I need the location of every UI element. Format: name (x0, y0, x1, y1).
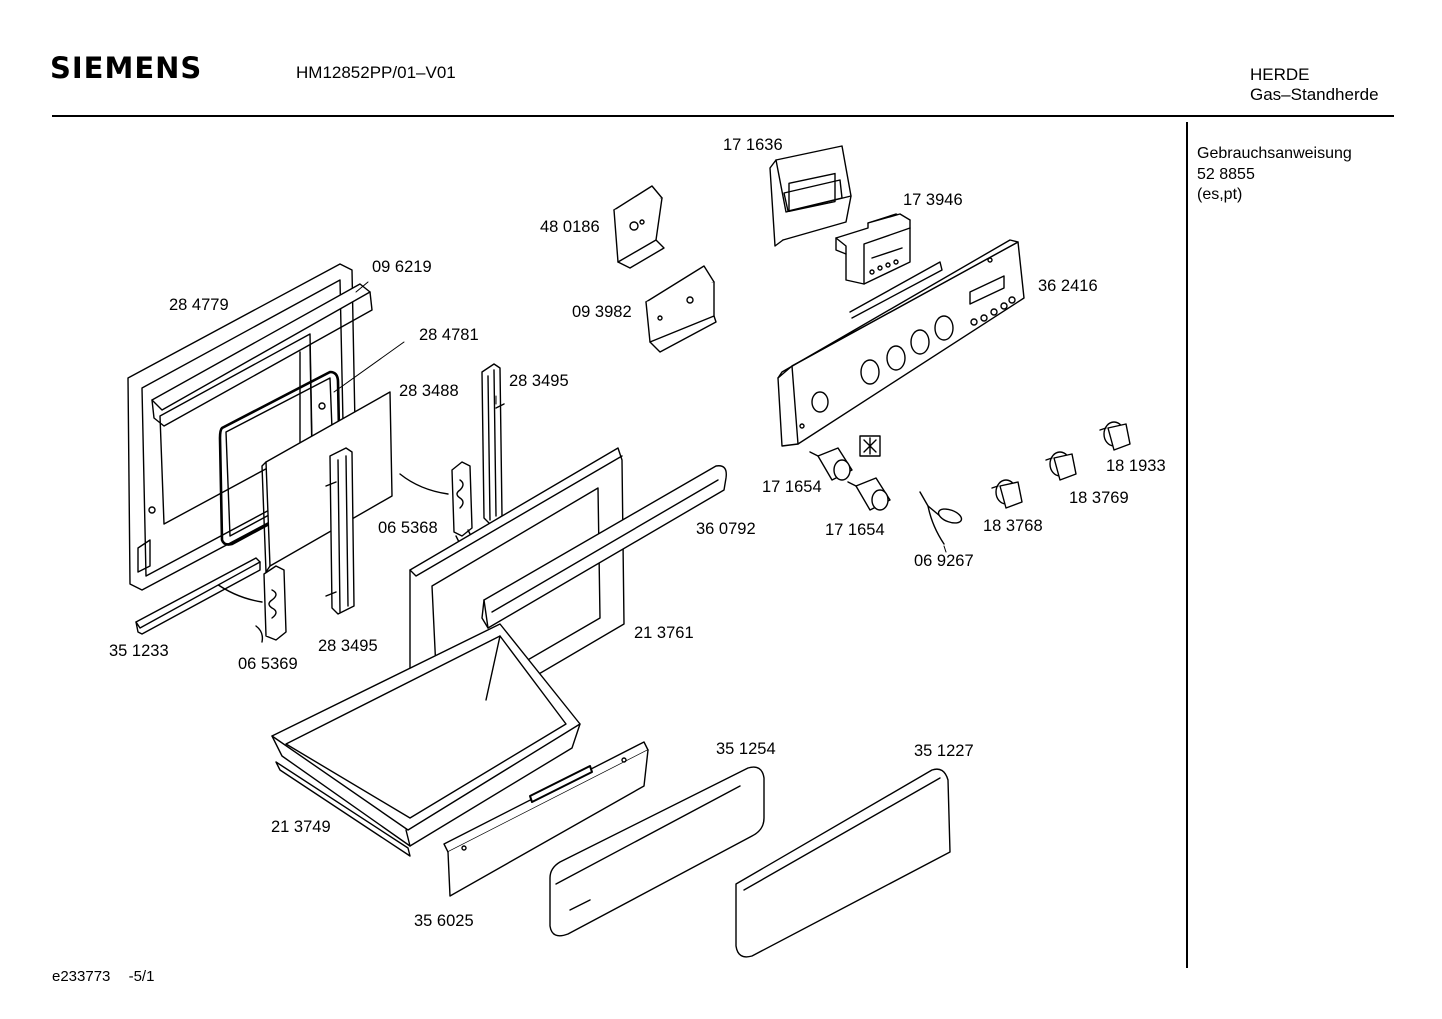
part-label: 18 1933 (1106, 457, 1166, 475)
control-knob-icon (1046, 452, 1076, 480)
drawer-front-icon (444, 742, 648, 896)
part-label: 28 3488 (399, 382, 459, 400)
part-label: 21 3749 (271, 818, 331, 836)
part-label: 06 9267 (914, 552, 974, 570)
manual-reference: Gebrauchsanweisung 52 8855 (es,pt) (1197, 144, 1352, 206)
part-label: 35 1227 (914, 742, 974, 760)
bracket-icon (614, 186, 664, 268)
door-seal-icon (152, 284, 372, 426)
part-label: 35 1233 (109, 642, 169, 660)
document-id: e233773 (52, 968, 111, 985)
header-divider (52, 115, 1394, 117)
gas-symbol-icon (860, 436, 880, 456)
sheet-number: -5/1 (128, 968, 155, 985)
part-label: 18 3769 (1069, 489, 1129, 507)
control-panel-frame-icon (770, 146, 851, 246)
control-knob-icon (992, 480, 1022, 508)
trim-strip-icon (136, 558, 260, 634)
part-label: 18 3768 (983, 517, 1043, 535)
clock-module-icon (836, 214, 910, 284)
manual-title: Gebrauchsanweisung (1197, 145, 1352, 162)
footer: e233773 -5/1 (52, 969, 154, 984)
appliance-category: HERDE Gas–Standherde (1250, 65, 1379, 105)
part-label: 21 3761 (634, 624, 694, 642)
manual-number: 52 8855 (1197, 165, 1255, 183)
part-label: 28 3495 (509, 372, 569, 390)
storage-drawer-icon (272, 624, 580, 856)
model-number: HM12852PP/01–V01 (296, 63, 456, 82)
part-label: 35 1254 (716, 740, 776, 758)
category-line-2: Gas–Standherde (1250, 85, 1379, 104)
door-guide-rail-icon (326, 448, 354, 614)
control-panel-icon (778, 240, 1024, 446)
part-label: 28 3495 (318, 637, 378, 655)
part-label: 09 3982 (572, 303, 632, 321)
bracket-icon (646, 266, 716, 352)
door-hinge-icon (214, 566, 286, 642)
part-label: 17 1636 (723, 136, 783, 154)
door-handle-icon (482, 466, 726, 628)
part-label: 28 4781 (419, 326, 479, 344)
inner-glass-icon (262, 392, 392, 572)
part-label: 28 4779 (169, 296, 229, 314)
part-label: 09 6219 (372, 258, 432, 276)
category-line-1: HERDE (1250, 65, 1310, 84)
part-label: 06 5368 (378, 519, 438, 537)
part-label: 17 1654 (762, 478, 822, 496)
ignition-cable-icon (920, 492, 963, 544)
sidebar-divider (1186, 122, 1188, 968)
part-label: 17 3946 (903, 191, 963, 209)
control-knob-icon (1100, 422, 1130, 450)
plinth-cover-icon (736, 769, 950, 957)
part-label: 36 2416 (1038, 277, 1098, 295)
switch-icon (848, 478, 890, 510)
part-label: 48 0186 (540, 218, 600, 236)
manual-languages: (es,pt) (1197, 186, 1243, 203)
brand-logo: SIEMENS (50, 51, 203, 85)
switch-icon (810, 448, 852, 480)
door-guide-rail-icon (482, 364, 504, 524)
part-label: 06 5369 (238, 655, 298, 673)
part-label: 36 0792 (696, 520, 756, 538)
part-label: 17 1654 (825, 521, 885, 539)
leader-lines (334, 282, 946, 552)
part-label: 35 6025 (414, 912, 474, 930)
plinth-cover-icon (550, 767, 764, 936)
